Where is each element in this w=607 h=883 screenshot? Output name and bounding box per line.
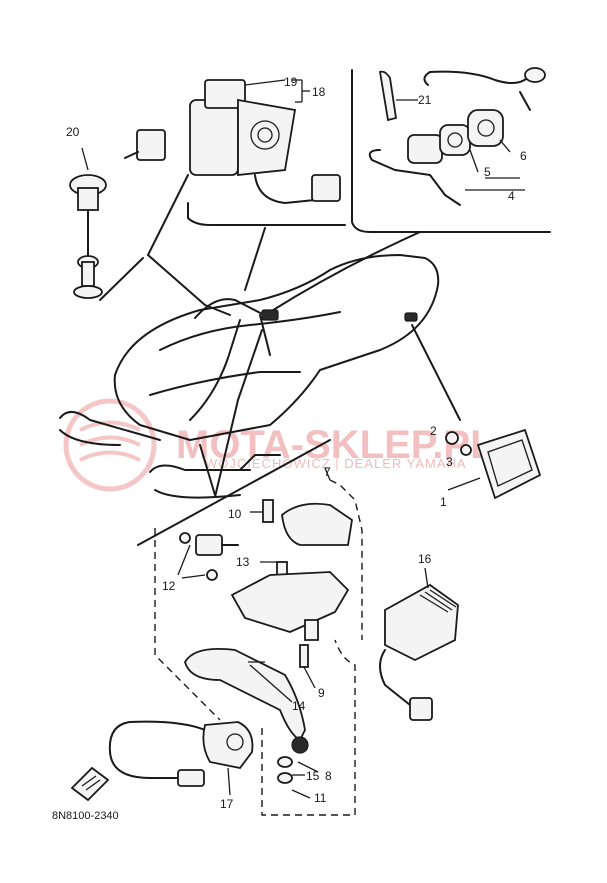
callout-1: 1 xyxy=(440,495,447,509)
diagram-reference: 8N8100-2340 xyxy=(52,810,119,822)
callout-13: 13 xyxy=(236,555,250,569)
callout-15: 15 xyxy=(306,769,320,783)
part-20 xyxy=(69,129,166,301)
watermark-subtitle: WOJCIECHOWICZ | DEALER YAMAHA xyxy=(205,456,467,471)
callout-8: 8 xyxy=(325,769,332,783)
front-arrow-icon xyxy=(70,766,110,802)
callout-2: 2 xyxy=(430,424,437,438)
watermark-brand: MOTA-SKLEP.PL xyxy=(176,423,495,467)
snowmobile xyxy=(59,254,440,499)
callout-5: 5 xyxy=(484,165,491,179)
callout-4: 4 xyxy=(508,189,515,203)
callout-12: 12 xyxy=(162,579,176,593)
callout-9: 9 xyxy=(318,686,325,700)
part-16 xyxy=(379,567,459,721)
part-17 xyxy=(108,720,319,799)
callout-6: 6 xyxy=(520,149,527,163)
callout-17: 17 xyxy=(220,797,234,811)
callout-20: 20 xyxy=(66,125,80,139)
watermark: MOTA-SKLEP.PL WOJCIECHOWICZ | DEALER YAM… xyxy=(63,398,495,492)
callout-10: 10 xyxy=(228,507,242,521)
callout-7: 7 xyxy=(324,465,331,479)
callout-14: 14 xyxy=(292,699,306,713)
panel-relay xyxy=(147,79,346,256)
panel-switch xyxy=(351,67,551,233)
callout-21: 21 xyxy=(418,93,432,107)
callout-19: 19 xyxy=(284,75,298,89)
callout-11: 11 xyxy=(314,791,327,805)
callout-18: 18 xyxy=(312,85,326,99)
lever-assembly xyxy=(137,439,363,816)
part-1 xyxy=(445,428,542,500)
watermark-logo xyxy=(63,398,157,492)
callout-16: 16 xyxy=(418,552,432,566)
callout-3: 3 xyxy=(446,455,453,469)
